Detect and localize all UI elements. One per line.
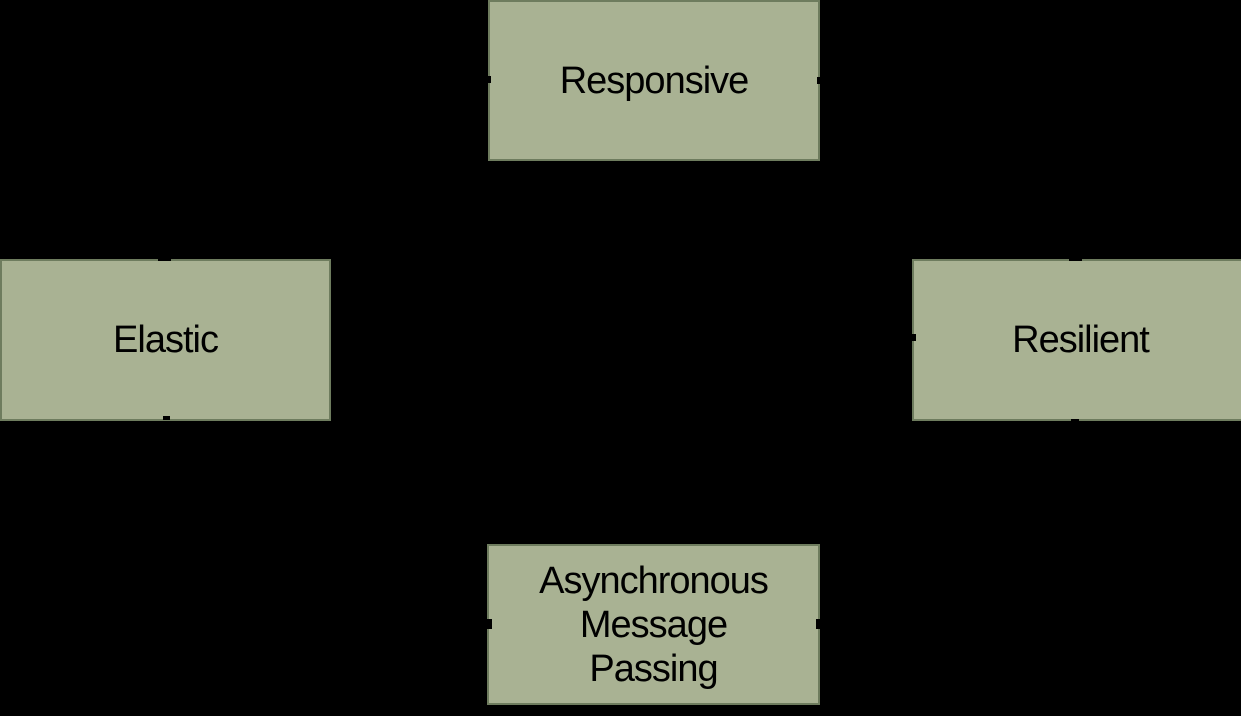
node-responsive: Responsive	[488, 0, 820, 161]
arrowhead-mark-responsive-right	[817, 77, 824, 84]
arrowhead-mark-async-left	[484, 619, 492, 629]
arrowhead-mark-resilient-top	[1069, 256, 1082, 261]
node-elastic-label: Elastic	[113, 319, 219, 361]
node-responsive-label: Responsive	[559, 59, 750, 102]
arrowhead-mark-elastic-bottom	[163, 416, 170, 420]
arrowhead-mark-async-right	[816, 619, 824, 629]
arrowhead-mark-resilient-left	[909, 334, 916, 341]
node-resilient: Resilient	[912, 259, 1241, 421]
arrowhead-mark-resilient-bottom	[1071, 419, 1079, 423]
node-resilient-label: Resilient	[1012, 319, 1150, 361]
node-async-message-passing: Asynchronous Message Passing	[487, 544, 820, 705]
arrowhead-mark-responsive-left	[484, 76, 491, 83]
node-async-message-passing-label: Asynchronous Message Passing	[539, 559, 769, 690]
arrowhead-mark-elastic-top	[158, 256, 171, 261]
node-elastic: Elastic	[0, 259, 331, 421]
